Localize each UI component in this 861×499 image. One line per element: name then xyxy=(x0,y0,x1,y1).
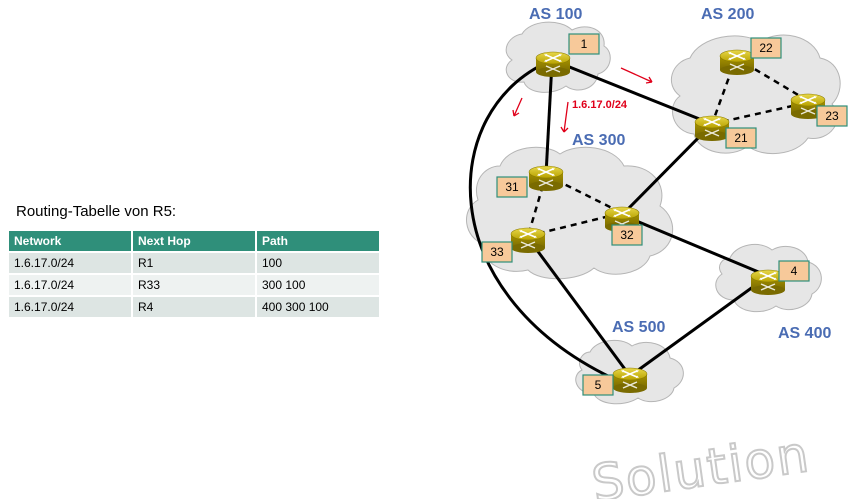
solid-links xyxy=(468,58,769,380)
router-label-r33: 33 xyxy=(490,245,504,259)
router-r33 xyxy=(510,227,546,254)
link-r1-r5 xyxy=(468,60,613,380)
column-header-next-hop: Next Hop xyxy=(133,231,255,251)
router-label-box-r31 xyxy=(496,176,528,198)
router-label-r32: 32 xyxy=(620,228,634,242)
router-label-box-r1 xyxy=(568,33,600,55)
cell-next-hop: R1 xyxy=(133,253,255,273)
cell-network: 1.6.17.0/24 xyxy=(9,297,131,317)
router-label-box-r23 xyxy=(816,105,848,127)
router-label-r31: 31 xyxy=(505,180,519,194)
router-label-box-r21 xyxy=(725,127,757,149)
cell-next-hop: R33 xyxy=(133,275,255,295)
router-label-r23: 23 xyxy=(825,109,839,123)
router-label-r4: 4 xyxy=(791,264,798,278)
router-label-box-r32 xyxy=(611,224,643,246)
router-r22 xyxy=(719,49,755,76)
column-header-network: Network xyxy=(9,231,131,251)
table-row: 1.6.17.0/24 R33 300 100 xyxy=(9,275,379,295)
link-r1-r21 xyxy=(551,58,713,126)
column-header-path: Path xyxy=(257,231,379,251)
link-r21-r32 xyxy=(620,122,714,217)
router-label-r5: 5 xyxy=(595,378,602,392)
as-label-as100: AS 100 xyxy=(529,6,582,23)
arrow-right xyxy=(620,67,653,84)
cell-network: 1.6.17.0/24 xyxy=(9,253,131,273)
router-label-box-r33 xyxy=(481,241,513,263)
cell-next-hop: R4 xyxy=(133,297,255,317)
link-r4-r5 xyxy=(629,274,769,378)
solution-watermark: Solution xyxy=(588,425,814,499)
router-label-r1: 1 xyxy=(581,37,588,51)
arrow-down-left xyxy=(512,97,523,117)
routing-table-caption: Routing-Tabelle von R5: xyxy=(16,203,177,220)
router-label-box-r5 xyxy=(582,374,614,396)
router-label-box-r4 xyxy=(778,260,810,282)
cell-path: 300 100 xyxy=(257,275,379,295)
as-label-as200: AS 200 xyxy=(701,6,754,23)
arrow-down xyxy=(560,101,569,133)
routing-table: Network Next Hop Path 1.6.17.0/24 R1 100… xyxy=(7,229,381,319)
cell-path: 400 300 100 xyxy=(257,297,379,317)
routing-table-header-row: Network Next Hop Path xyxy=(9,231,379,251)
announcement-arrows xyxy=(512,67,653,133)
router-label-r21: 21 xyxy=(734,131,748,145)
route-announcement-label: 1.6.17.0/24 xyxy=(572,99,628,111)
router-label-box-r22 xyxy=(750,37,782,59)
router-label-r22: 22 xyxy=(759,41,773,55)
cell-network: 1.6.17.0/24 xyxy=(9,275,131,295)
link-r32-r4 xyxy=(621,213,769,278)
table-row: 1.6.17.0/24 R1 100 xyxy=(9,253,379,273)
as-label-as300: AS 300 xyxy=(572,132,625,149)
router-r31 xyxy=(528,165,564,192)
cell-path: 100 xyxy=(257,253,379,273)
router-r1 xyxy=(535,51,571,78)
link-r33-r5 xyxy=(526,237,632,377)
as-label-as400: AS 400 xyxy=(778,325,831,342)
link-r1-r31 xyxy=(544,61,554,176)
table-row: 1.6.17.0/24 R4 400 300 100 xyxy=(9,297,379,317)
as-label-as500: AS 500 xyxy=(612,319,665,336)
router-r21 xyxy=(694,115,730,142)
router-r5 xyxy=(612,367,648,394)
